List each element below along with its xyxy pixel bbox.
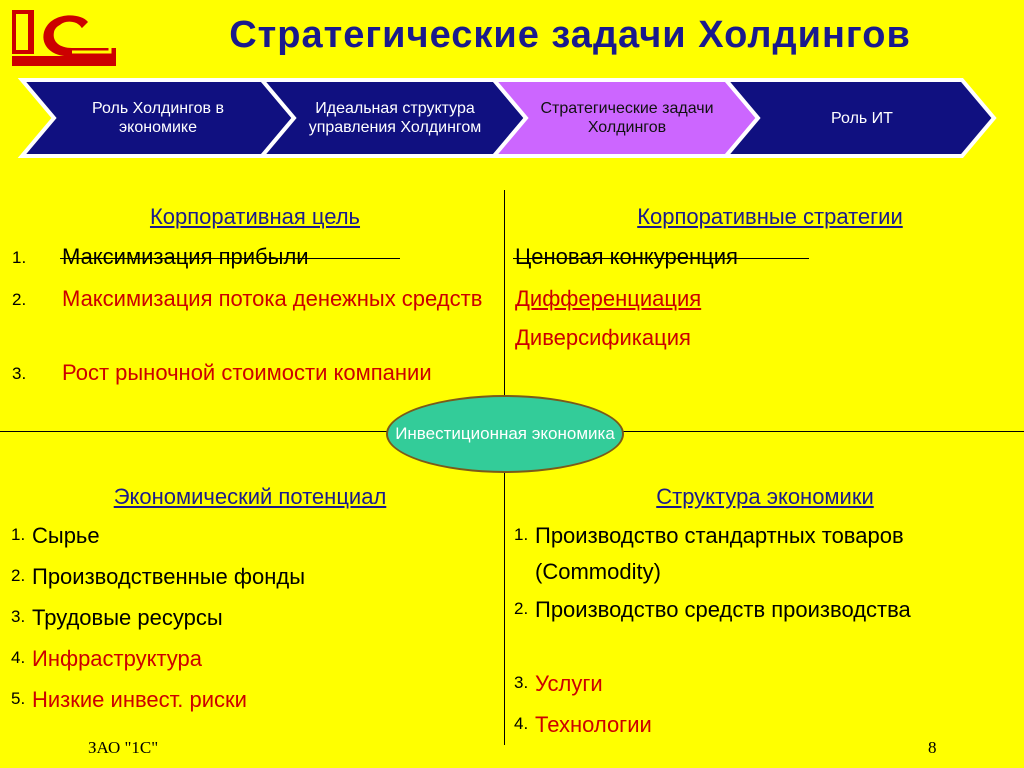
list-number: 5. [11,689,26,708]
list-number: 2. [12,290,27,309]
list-number: 1. [514,525,529,544]
footer-company: ЗАО "1С" [88,738,159,757]
chevron-label-3: Стратегические задачи Холдингов [540,100,714,136]
investment-economy-ellipse: Инвестиционная экономика [386,395,624,473]
goal-item: Максимизация прибыли [62,244,309,269]
strategy-item: Диверсификация [515,325,691,350]
1c-logo [12,10,117,66]
list-number: 2. [11,566,26,585]
list-number: 1. [11,525,26,544]
list-number: 3. [514,673,529,692]
list-number: 2. [514,599,529,618]
list-item: Трудовые ресурсы [32,605,223,630]
list-item: Производство стандартных товаров (Commod… [535,523,904,584]
list-item: Инфраструктура [32,646,203,671]
strikethrough-line [513,258,809,259]
list-item: Услуги [535,671,603,696]
list-item: Низкие инвест. риски [32,687,247,712]
strategy-item: Дифференциация [515,286,702,311]
list-number: 3. [11,607,26,626]
chevron-label-4: Роль ИТ [831,109,893,127]
list-item: Сырье [32,523,100,548]
economy-structure-heading: Структура экономики [656,484,874,509]
list-item: Производство средств производства [535,597,911,622]
strategy-item: Ценовая конкуренция [515,244,738,269]
economic-potential-heading: Экономический потенциал [113,484,387,509]
list-number: 3. [12,364,27,383]
chevron-label-1: Роль Холдингов в экономике [92,100,224,136]
strikethrough-line [60,258,400,259]
corporate-strategies-heading: Корпоративные стратегии [637,204,903,229]
page-title: Стратегические задачи Холдингов [229,14,911,56]
list-number: 1. [12,248,27,267]
ellipse-label: Инвестиционная экономика [395,424,615,443]
list-item: Производственные фонды [32,564,306,589]
corporate-goal-heading: Корпоративная цель [149,204,361,229]
list-item: Технологии [535,712,652,737]
chevron-label-2: Идеальная структура управления Холдингом [308,100,482,136]
goal-item: Максимизация потока денежных средств [62,286,483,311]
goal-item: Рост рыночной стоимости компании [62,360,432,385]
slide-number: 8 [928,738,937,757]
list-number: 4. [11,648,26,667]
list-number: 4. [514,714,529,733]
